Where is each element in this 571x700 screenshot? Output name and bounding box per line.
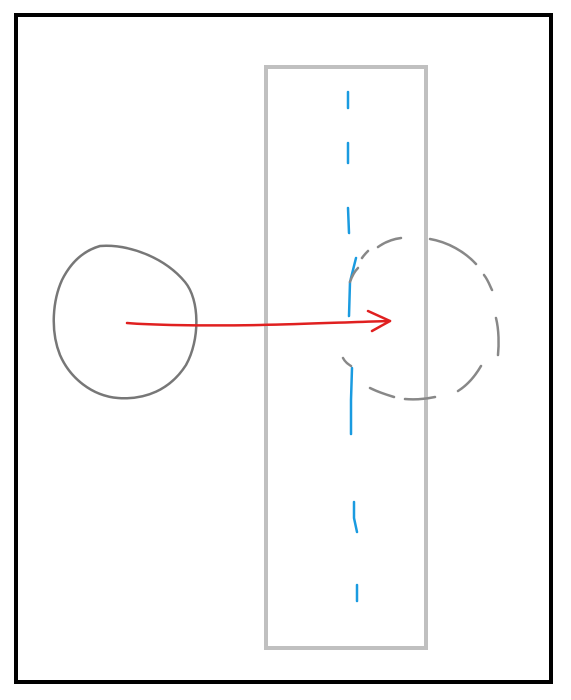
center-line-segment [349,366,354,436]
arrow-head [366,309,392,333]
move-arrow [125,309,392,333]
dashed-circle-arc [428,237,478,266]
center-line-segment [352,500,359,534]
dashed-circle-arc [494,316,500,357]
dashed-circle-arc [403,395,437,401]
dashed-circle-arc [482,273,494,292]
dashed-circle-arc [456,364,483,393]
dashed-center-line [346,90,359,603]
dashed-circle-arc [368,386,396,399]
dashed-circle-arc [376,236,403,249]
arrow-shaft [125,319,392,327]
dashed-circle [341,236,500,401]
dashed-circle-arc [360,249,370,260]
vertical-panel [264,65,428,650]
solid-circle [52,244,198,400]
dashed-circle-arc [348,266,360,284]
center-line-segment [346,206,351,235]
dashed-circle-arc [341,356,353,368]
outer-frame [14,13,553,684]
